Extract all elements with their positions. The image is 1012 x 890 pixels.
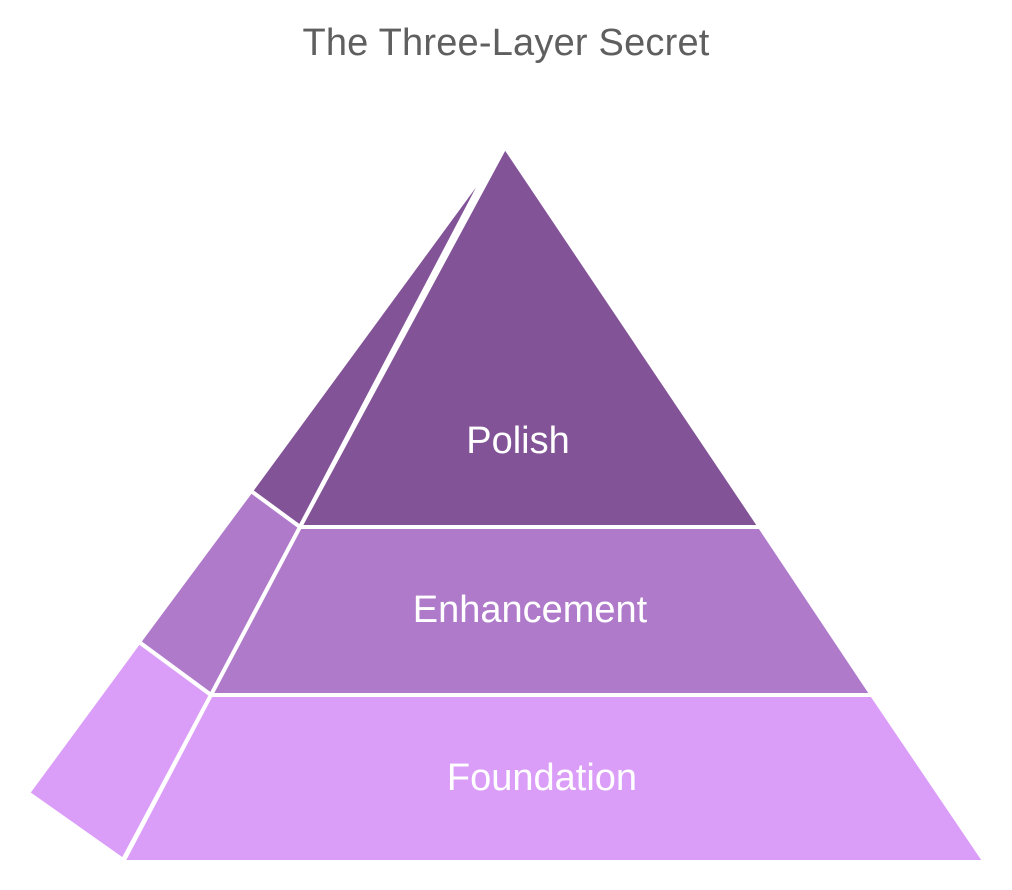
layer-foundation-label: Foundation	[447, 757, 637, 799]
layer-enhancement-label: Enhancement	[413, 589, 648, 631]
layer-polish-label: Polish	[466, 420, 570, 462]
layer-foundation-front	[119, 693, 989, 864]
diagram-title: The Three-Layer Secret	[302, 22, 710, 64]
